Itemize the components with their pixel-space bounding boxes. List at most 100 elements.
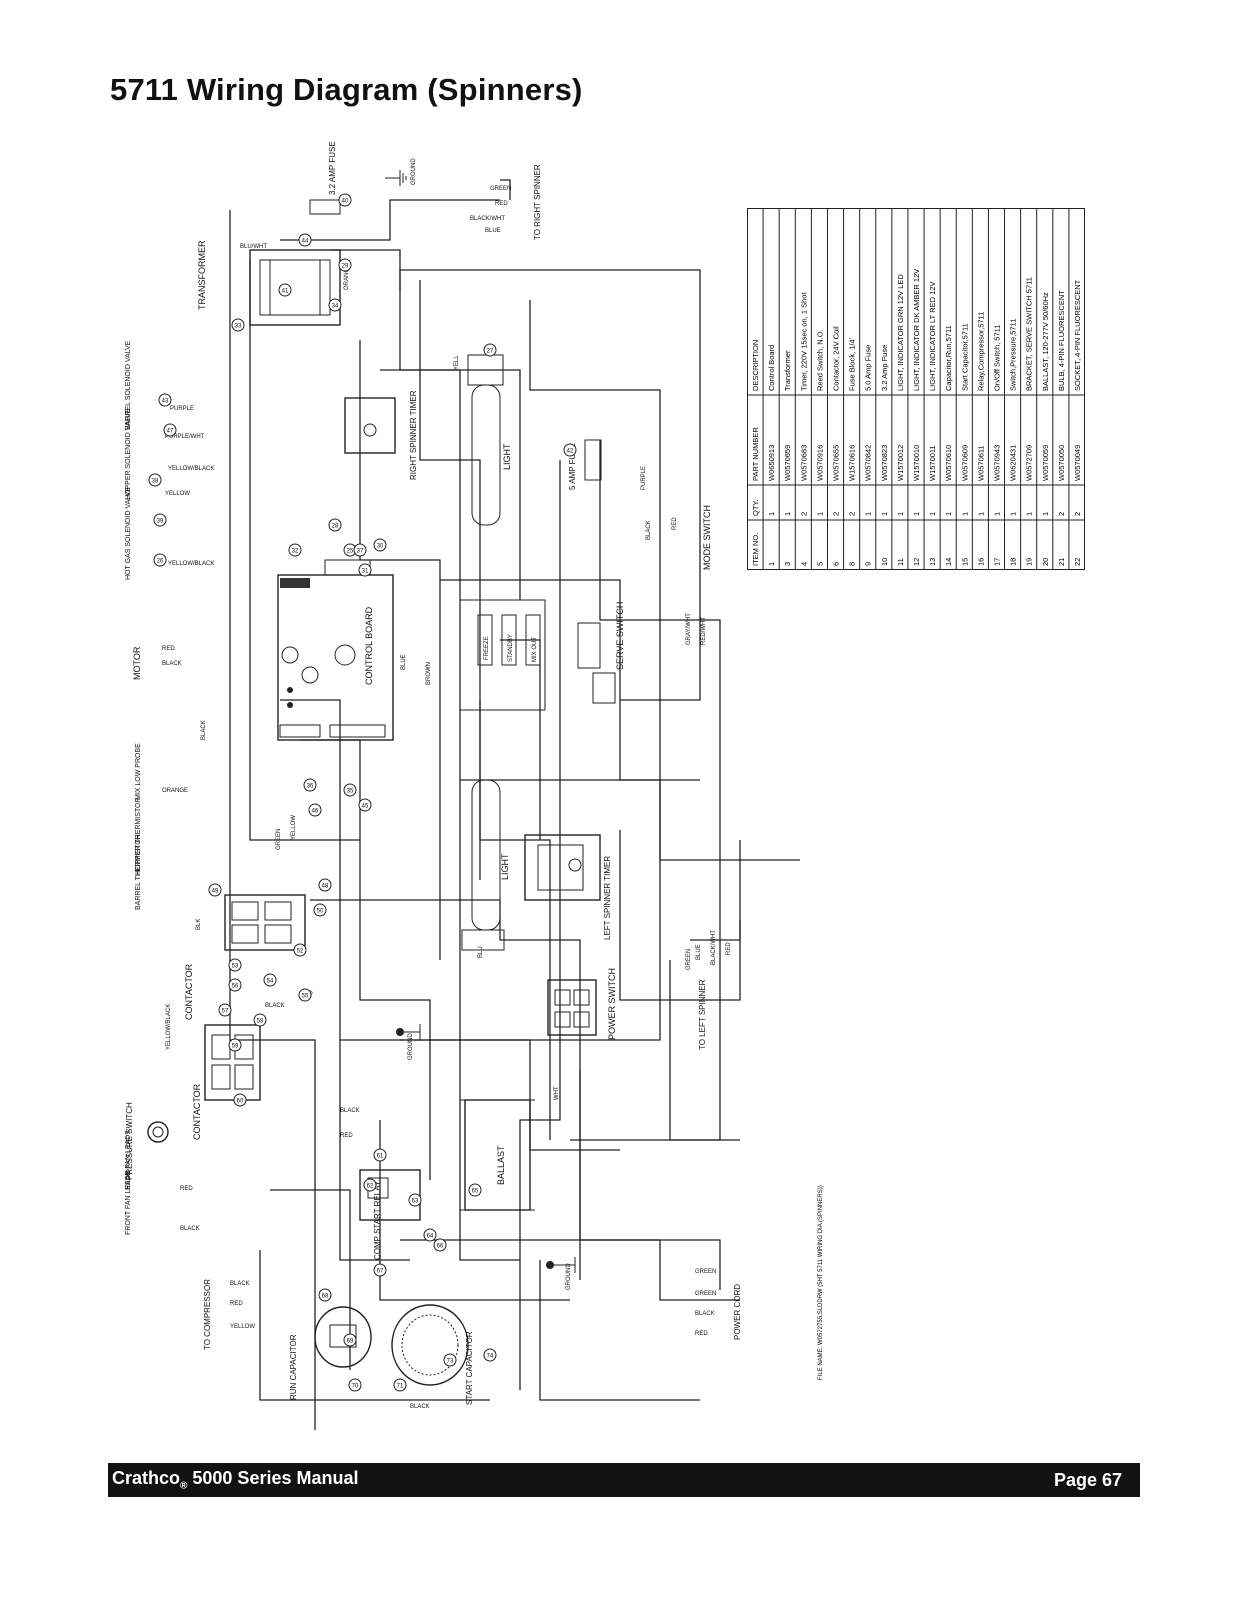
callout-number: 59 [232, 1044, 239, 1050]
table-cell: 1 [928, 512, 937, 516]
table-cell: 21 [1057, 558, 1066, 566]
wire-label-red: RED [495, 201, 508, 207]
hopper-thermistor-label: HOPPER THERMISTOR [135, 797, 142, 875]
wire-label-green-cord: GREEN [695, 1269, 716, 1275]
table-cell: 5.0 Amp Fuse [864, 345, 873, 391]
callout-number: 53 [232, 964, 239, 970]
wire-label-wht: WHT [554, 1086, 560, 1100]
table-cell: 11 [896, 558, 905, 566]
serve-switch-label: SERVE SWITCH [615, 602, 625, 670]
callout-circle [328, 518, 342, 532]
callout-circle [358, 798, 372, 812]
barrel-thermistor-label: BARREL THERMISTOR [135, 834, 142, 910]
table-cell: LIGHT, INDICATOR GRN 12V LED [896, 274, 905, 391]
table-cell: 1 [783, 512, 792, 516]
transformer: TRANSFORMER [197, 240, 341, 326]
table-cell: 13 [928, 558, 937, 566]
wire-label-yellow-mid: YELLOW [291, 815, 297, 840]
callout-circle [393, 1378, 407, 1392]
table-cell: 2 [1057, 512, 1066, 516]
callout-circle [328, 298, 342, 312]
callout-number: 36 [307, 784, 314, 790]
ground-symbol-top [385, 170, 407, 186]
callout-circle [148, 473, 162, 487]
callout-number: 38 [152, 479, 159, 485]
wire-label-yell: YELL [454, 355, 460, 370]
callout-circle [263, 973, 277, 987]
callout-circle [468, 1183, 482, 1197]
control-board: CONTROL BOARD [277, 559, 394, 741]
wire-label-red-wht: RED/WHT [701, 617, 707, 645]
table-cell: Contactor, 24V Coil [832, 326, 841, 391]
file-name-svg: FILE NAME: W0572755.SLDDRW (5HT 5711 WIR… [818, 1185, 824, 1380]
control-board-label: CONTROL BOARD [364, 606, 374, 685]
callout-circle [231, 318, 245, 332]
callout-circle [153, 513, 167, 527]
mix-low-probe-label: MIX LOW PROBE [135, 743, 142, 800]
table-cell: W0570611 [976, 445, 985, 481]
right-spinner-timer: RIGHT SPINNER TIMER [344, 390, 418, 480]
callout-circle [348, 1378, 362, 1392]
table-cell: 2 [848, 512, 857, 516]
callout-circle [338, 258, 352, 272]
callout-number: 69 [347, 1339, 354, 1345]
barrel-solenoid-label: BARREL SOLENOID VALVE [125, 340, 132, 430]
callout-number: 31 [362, 569, 369, 575]
callout-circle [228, 1038, 242, 1052]
table-cell: W0570823 [880, 445, 889, 481]
table-header-cell: DESCRIPTION [751, 340, 760, 391]
to-compressor-label: TO COMPRESSOR [203, 1279, 212, 1350]
table-cell: W0570659 [783, 445, 792, 481]
wire-label-blue: BLUE [485, 228, 501, 234]
power-cord-label: POWER CORD [733, 1284, 742, 1340]
table-cell: W0570943 [992, 445, 1001, 481]
table-cell: SOCKET, 4-PIN FLUORESCENT [1073, 279, 1082, 391]
table-cell: W0570842 [864, 445, 873, 481]
table-cell: 2 [832, 512, 841, 516]
wire-label-red-side: RED [672, 517, 678, 530]
table-cell: Fuse Block, 1/4' [848, 337, 857, 391]
callout-number: 26 [157, 559, 164, 565]
wire-label-red-relay: RED [340, 1133, 353, 1139]
footer-series: 5000 Series Manual [187, 1468, 359, 1489]
wire-label-brown: BROWN [426, 662, 432, 685]
wire-label-gray-wht: GRAY/WHT [686, 613, 692, 645]
table-header-cell: PART NUMBER [751, 427, 760, 481]
callout-number: 41 [282, 289, 289, 295]
wire-label-blk-wht: BLACK/WHT [470, 216, 505, 222]
callout-circle [373, 1263, 387, 1277]
wire-label-purple-wht: PURPLE/WHT [165, 434, 205, 440]
wire-label-blk-wht-left: BLACK/WHT [711, 930, 717, 965]
table-cell: 1 [815, 512, 824, 516]
callout-number: 39 [157, 519, 164, 525]
table-cell: BALLAST, 120-277V 50/60Hz [1041, 292, 1050, 391]
table-cell: W0620431 [1009, 445, 1018, 481]
callout-number: 60 [237, 1099, 244, 1105]
wire-label-green-left: GREEN [686, 949, 692, 970]
callout-number: 71 [397, 1384, 404, 1390]
wire-label-red-left: RED [726, 942, 732, 955]
table-cell: LIGHT, INDICATOR LT RED 12V [928, 282, 937, 391]
callout-number: 34 [332, 304, 339, 310]
light-bottom-label: LIGHT [500, 853, 510, 880]
wire-label-red-cord: RED [695, 1331, 708, 1337]
ground-symbol-bottom [546, 1257, 576, 1273]
right-timer-label: RIGHT SPINNER TIMER [409, 390, 418, 480]
table-cell: Start Capacitor,5711 [960, 323, 969, 391]
callout-number: 52 [297, 949, 304, 955]
ballast: BALLAST [460, 1099, 535, 1211]
table-cell: 4 [799, 562, 808, 566]
mode-switch-label: MODE SWITCH [702, 505, 712, 570]
table-cell: 1 [767, 512, 776, 516]
wire-label-black-bottom: BLACK [410, 1404, 430, 1410]
callout-number: 58 [257, 1019, 264, 1025]
callout-number: 66 [437, 1244, 444, 1250]
power-switch: POWER SWITCH [547, 968, 617, 1040]
callout-circle [433, 1238, 447, 1252]
wire-label-blu: BLU [478, 946, 484, 958]
table-cell: Capacitor,Run,5711 [944, 325, 953, 391]
callout-number: 42 [567, 449, 574, 455]
run-capacitor: RUN CAPACITOR [289, 1306, 372, 1400]
callout-circle [298, 233, 312, 247]
callout-circle [308, 803, 322, 817]
